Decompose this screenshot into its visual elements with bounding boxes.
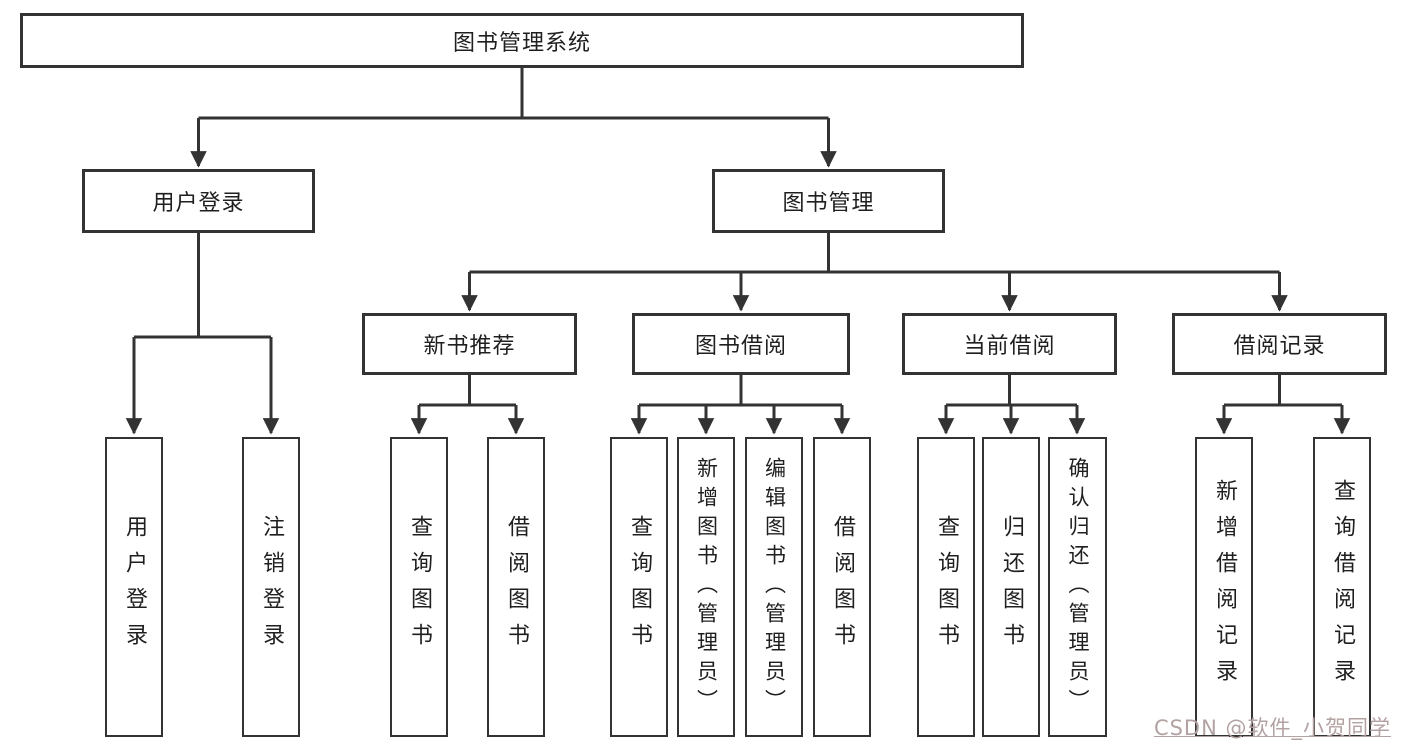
- node-current-borrowing: 当前借阅: [902, 313, 1117, 375]
- node-book-management-label: 图书管理: [782, 191, 875, 216]
- node-root-label: 图书管理系统: [452, 30, 591, 56]
- node-borrowing-records: 借阅记录: [1172, 313, 1387, 375]
- leaf-recommend-borrow-books: 借阅图书: [487, 437, 545, 737]
- leaf-logout-login-label: 注销登录: [259, 515, 284, 659]
- leaf-user-login-label: 用户登录: [122, 515, 147, 659]
- leaf-recommend-query-books-label: 查询图书: [407, 515, 432, 659]
- leaf-return-books: 归还图书: [982, 437, 1040, 737]
- leaf-edit-books-admin-label: 编辑图书（管理员）: [762, 456, 787, 718]
- leaf-current-query-books-label: 查询图书: [934, 515, 959, 659]
- leaf-add-books-admin-label: 新增图书（管理员）: [694, 456, 719, 718]
- leaf-edit-books-admin: 编辑图书（管理员）: [745, 437, 803, 737]
- leaf-query-borrow-record-label: 查询借阅记录: [1330, 479, 1355, 695]
- node-current-borrowing-label: 当前借阅: [963, 334, 1056, 359]
- leaf-add-borrow-record-label: 新增借阅记录: [1212, 479, 1237, 695]
- node-root: 图书管理系统: [20, 13, 1024, 68]
- leaf-add-borrow-record: 新增借阅记录: [1195, 437, 1253, 737]
- leaf-confirm-return-admin-label: 确认归还（管理员）: [1066, 456, 1090, 718]
- leaf-borrowing-borrow-books-label: 借阅图书: [830, 515, 855, 659]
- leaf-logout-login: 注销登录: [242, 437, 300, 737]
- leaf-borrowing-borrow-books: 借阅图书: [813, 437, 871, 737]
- node-new-book-recommend: 新书推荐: [362, 313, 577, 375]
- leaf-add-books-admin: 新增图书（管理员）: [677, 437, 735, 737]
- leaf-borrowing-query-books: 查询图书: [610, 437, 668, 737]
- node-book-borrowing: 图书借阅: [632, 313, 850, 375]
- leaf-query-borrow-record: 查询借阅记录: [1313, 437, 1371, 737]
- csdn-watermark: CSDN @软件_小贺同学: [1153, 716, 1391, 740]
- leaf-return-books-label: 归还图书: [999, 515, 1024, 659]
- node-book-borrowing-label: 图书借阅: [694, 334, 787, 359]
- leaf-user-login: 用户登录: [105, 437, 163, 737]
- node-borrowing-records-label: 借阅记录: [1233, 334, 1326, 359]
- leaf-borrowing-query-books-label: 查询图书: [627, 515, 652, 659]
- node-user-login: 用户登录: [82, 169, 315, 233]
- node-new-book-recommend-label: 新书推荐: [423, 334, 516, 359]
- node-user-login-label: 用户登录: [152, 191, 245, 216]
- leaf-recommend-query-books: 查询图书: [390, 437, 448, 737]
- leaf-current-query-books: 查询图书: [917, 437, 975, 737]
- leaf-confirm-return-admin: 确认归还（管理员）: [1048, 437, 1107, 737]
- leaf-recommend-borrow-books-label: 借阅图书: [504, 515, 529, 659]
- node-book-management: 图书管理: [712, 169, 945, 233]
